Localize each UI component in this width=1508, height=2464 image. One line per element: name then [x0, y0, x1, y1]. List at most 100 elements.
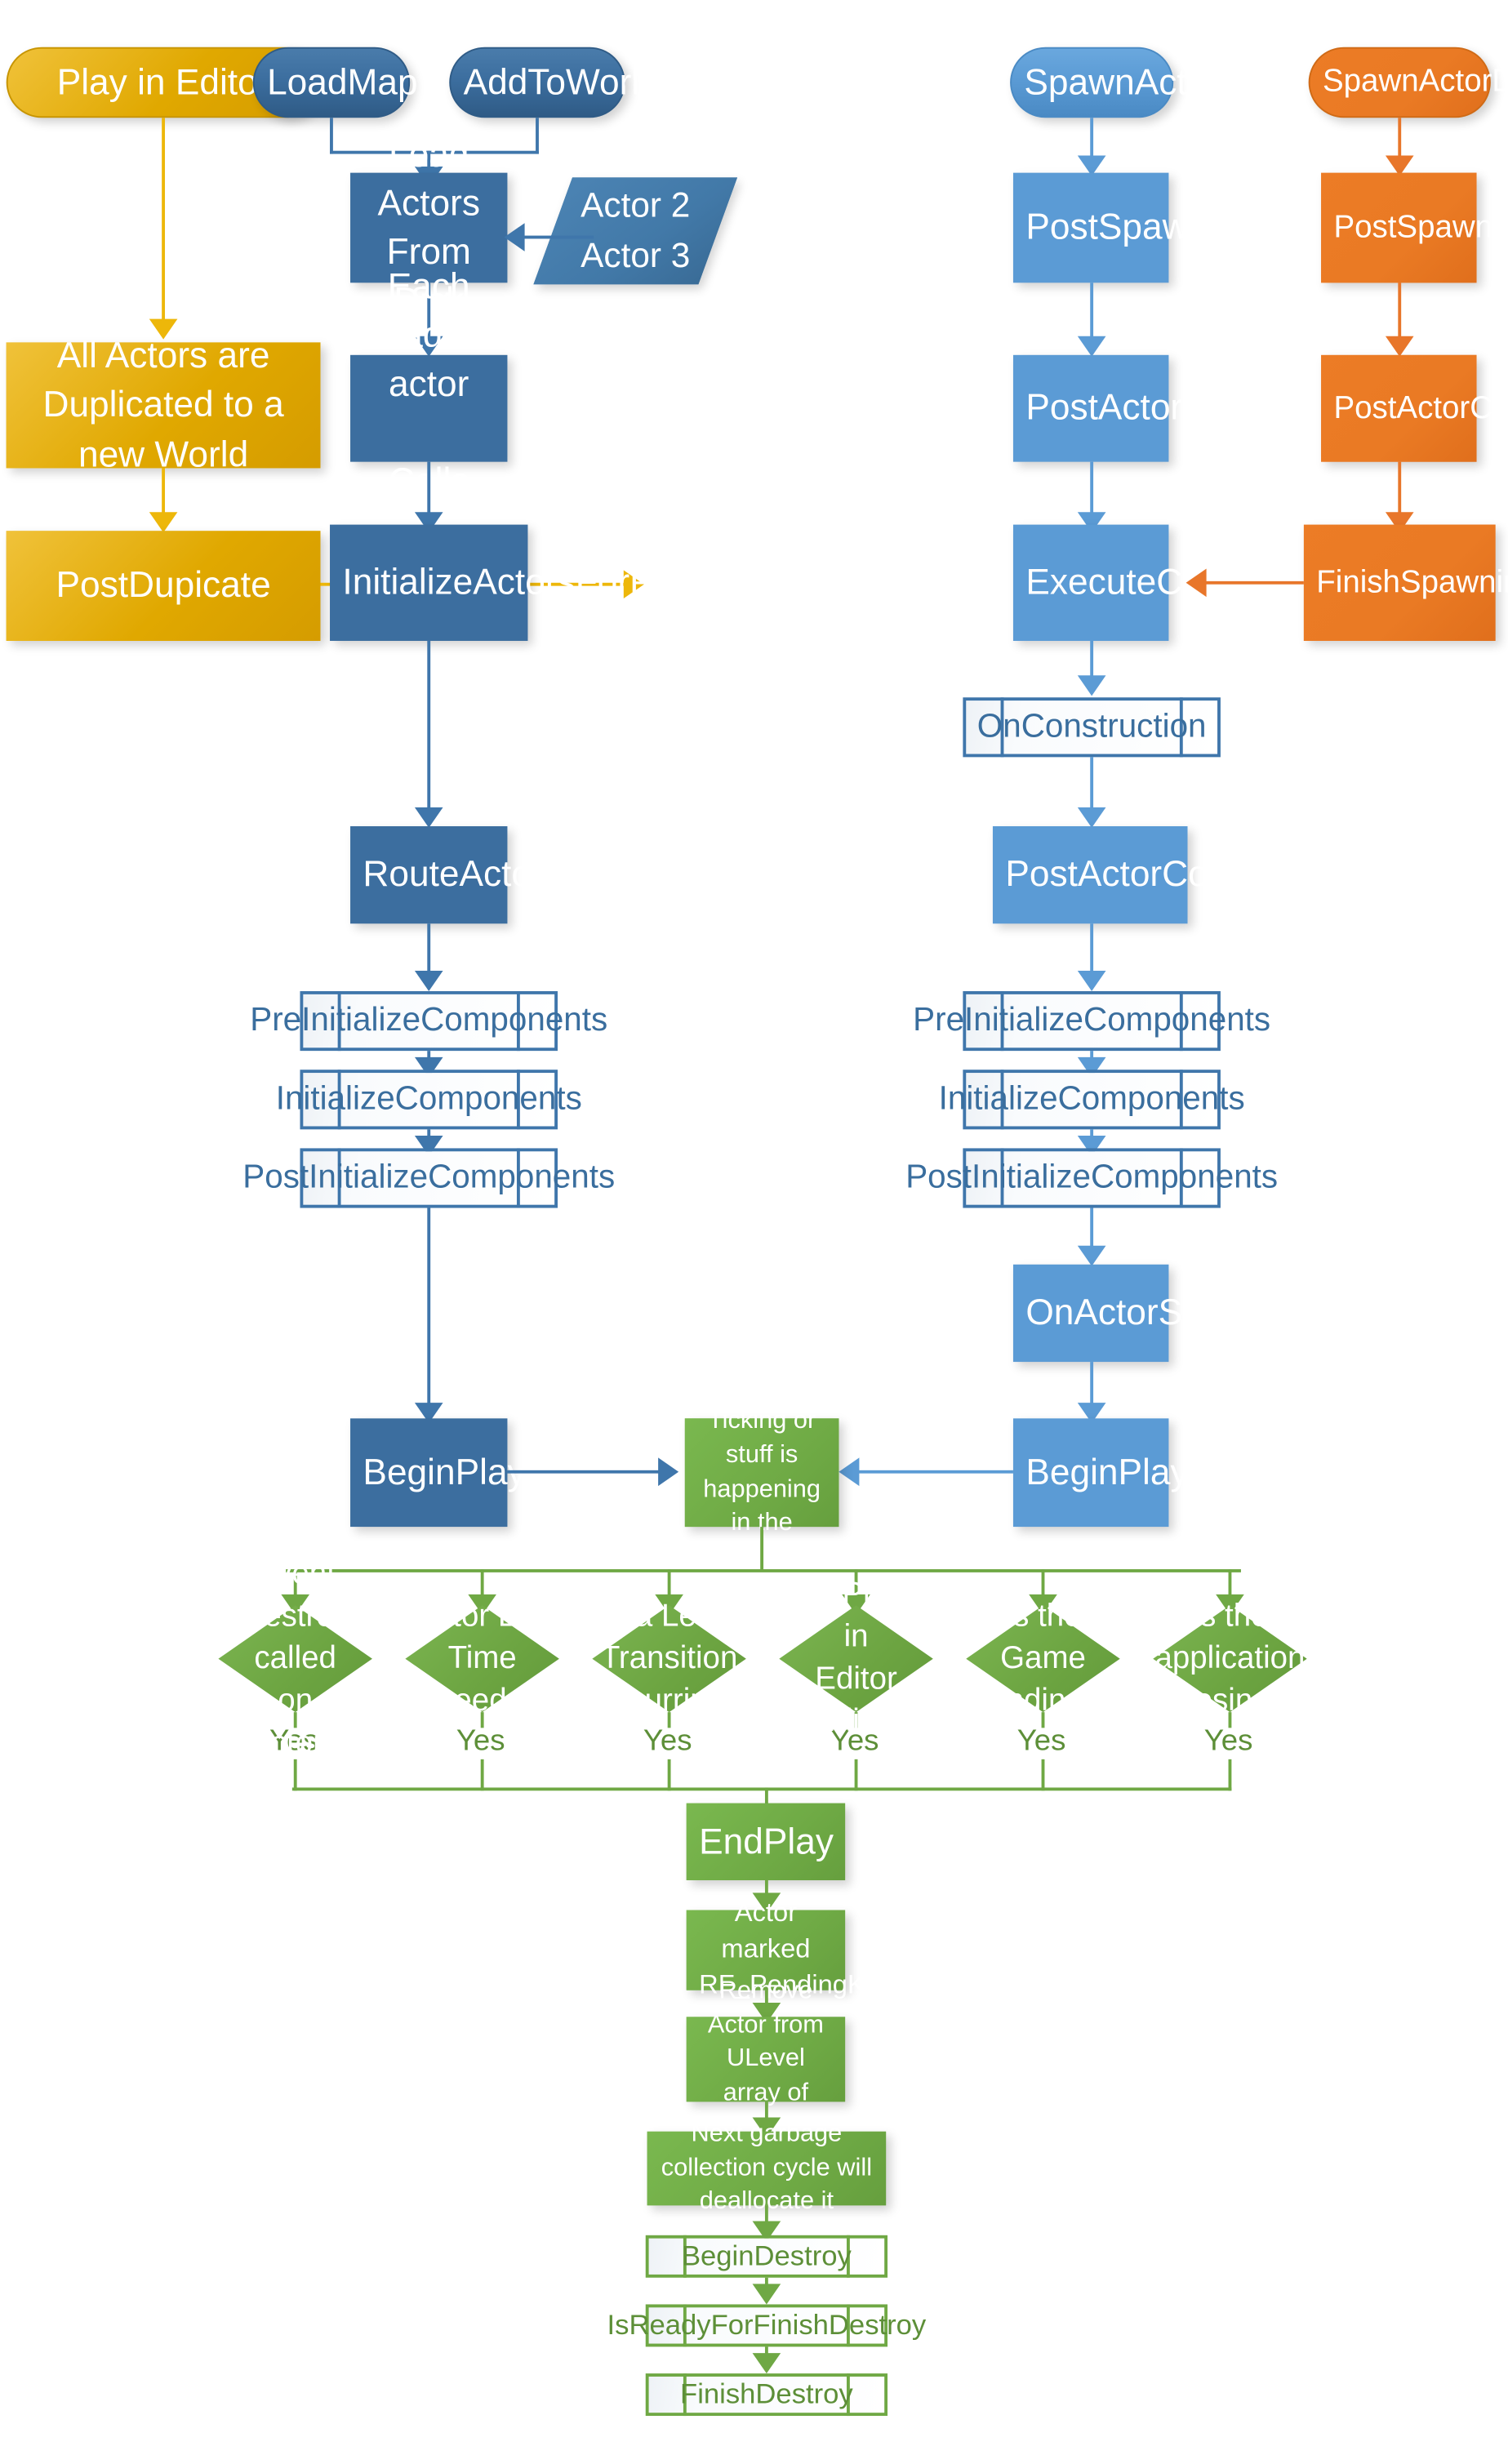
- node-next-garbage-collection: Next garbage collection cycle will deall…: [647, 2121, 887, 2215]
- node-actor-is-ticking: Actor is Ticking or stuff is happening i…: [684, 1374, 839, 1570]
- yes-stem-3: [667, 1712, 671, 1728]
- yes-stem-6: [1228, 1712, 1232, 1728]
- node-left-preinitializecomponents: PreInitializeComponents: [250, 991, 607, 1052]
- arrowhead-down-blue-2: [414, 336, 443, 357]
- edge-preinit-to-init-right: [1090, 1051, 1094, 1061]
- node-spawn-postspawninitialize: PostSpawnInitialize: [1012, 172, 1339, 283]
- edge-initactors-to-routeactorinit: [427, 640, 431, 811]
- edge-begindestroy-to-isready: [764, 2277, 768, 2288]
- yes-label-1: Yes: [269, 1724, 318, 1758]
- yes-stem-1: [293, 1712, 297, 1728]
- node-addtoworld[interactable]: AddToWorld: [449, 47, 660, 118]
- pdp-bar-left: [1000, 697, 1004, 758]
- node-left-beginplay: BeginPlay: [350, 1418, 526, 1528]
- pdp-bar-left: [1000, 1070, 1004, 1130]
- decision-application-closing[interactable]: Is the application closing?: [1153, 1599, 1307, 1718]
- edge-postinit-to-onactorspawned: [1090, 1208, 1094, 1249]
- edge-spawnactor-to-postspawninit: [1090, 118, 1094, 159]
- node-loadmap[interactable]: LoadMap: [252, 47, 418, 118]
- arrowhead-down-gold-2: [149, 512, 178, 533]
- pdp-bar-right: [1179, 1070, 1183, 1130]
- pdp-bar-right: [516, 1070, 520, 1130]
- yes-drop-5: [1041, 1759, 1045, 1791]
- arrowhead-right-gold-1: [623, 570, 644, 599]
- yes-drop-3: [667, 1759, 671, 1791]
- arrowhead-left-blue-1: [504, 223, 525, 251]
- arrowhead-down-ltblue-2: [1077, 336, 1106, 357]
- yes-stem-4: [854, 1712, 858, 1728]
- pdp-bar-left: [337, 1148, 341, 1208]
- pdp-bar-right: [847, 2304, 850, 2347]
- edge-loadmap-down: [330, 118, 333, 154]
- node-spawnactor[interactable]: SpawnActor: [1010, 47, 1219, 118]
- edge-postspawninit-to-postactorcreated: [1090, 282, 1094, 340]
- pdp-bar-left: [337, 1070, 341, 1130]
- edge-spawnactordeferred-to-postspawninit: [1398, 118, 1402, 159]
- pdp-bar-left: [683, 2373, 687, 2417]
- stem-decision-1: [293, 1569, 297, 1598]
- pdp-bar-right: [1179, 991, 1183, 1052]
- arrowhead-down-ltblue-1: [1077, 155, 1106, 176]
- edge-right-beginplay-to-tick: [852, 1470, 1013, 1474]
- arrowhead-down-green-1: [752, 1892, 781, 1914]
- yes-label-2: Yes: [456, 1724, 505, 1758]
- edge-gc-to-begindestroy: [764, 2205, 768, 2225]
- node-load-actors-from-disk: Load Actors From Disk: [350, 133, 508, 321]
- node-begindestroy: BeginDestroy: [645, 2235, 888, 2278]
- edge-pendingkill-to-remove: [764, 1990, 768, 2006]
- node-deferred-postactorcreated: PostActorCreated: [1321, 354, 1508, 462]
- decision-actor-life-time[interactable]: Actor Life Time exceeded?: [405, 1598, 559, 1718]
- decision-game-ending[interactable]: Is the Game Ending?: [966, 1599, 1120, 1718]
- node-left-initializecomponents: InitializeComponents: [276, 1070, 582, 1130]
- node-isreadyforfinishdestroy: IsReadyForFinishDestroy: [607, 2304, 926, 2347]
- arrowhead-down-ltblue-9: [1077, 1245, 1106, 1266]
- node-routeactorinitialize: RouteActorInitialize: [350, 826, 674, 924]
- edge-preinit-to-init-left: [427, 1051, 431, 1061]
- decision-level-transition[interactable]: Is a Level Transition occurring?: [592, 1599, 746, 1718]
- edge-init-to-postinit-right: [1090, 1129, 1094, 1139]
- arrowhead-right-blue-1: [658, 1457, 679, 1487]
- yes-label-3: Yes: [643, 1724, 692, 1758]
- edge-deferred-postactorcreated-to-finishspawning: [1398, 461, 1402, 516]
- node-finishspawningactor: FinishSpawningActor: [1303, 524, 1508, 641]
- node-left-postinitializecomponents: PostInitializeComponents: [242, 1148, 615, 1208]
- node-onactorspawned: OnActorSpawned: [1012, 1264, 1309, 1363]
- decision-play-in-editor-ending[interactable]: Is Play in Editor ending?: [779, 1577, 933, 1739]
- edge-bus-to-endplay: [764, 1787, 768, 1810]
- arrowhead-left-ltblue-1: [839, 1457, 860, 1487]
- yes-drop-1: [293, 1759, 297, 1791]
- edge-left-beginplay-to-tick: [507, 1470, 661, 1474]
- edge-actorlist-to-loadactors: [518, 235, 594, 239]
- node-postdupicate: PostDupicate: [6, 531, 321, 641]
- pdp-bar-left: [1000, 1148, 1004, 1208]
- node-right-initializecomponents: InitializeComponents: [939, 1070, 1245, 1130]
- node-spawnactordeferred[interactable]: SpawnActorDeferred: [1308, 47, 1508, 118]
- edge-isready-to-finishdestroy: [764, 2346, 768, 2356]
- actor-list-lines: Actor 1 Actor 2 Actor 3 …: [581, 135, 691, 326]
- pdp-bar-right: [516, 1148, 520, 1208]
- pdp-bar-right: [847, 2235, 850, 2278]
- arrowhead-down-green-6: [752, 2353, 781, 2374]
- arrowhead-down-green-5: [752, 2284, 781, 2305]
- arrowhead-down-orange-2: [1385, 336, 1414, 357]
- stem-decision-6: [1228, 1569, 1232, 1598]
- edge-addtoworld-down: [536, 118, 539, 154]
- edge-init-to-postinit-left: [427, 1129, 431, 1139]
- yes-label-6: Yes: [1203, 1724, 1253, 1758]
- yes-label-5: Yes: [1016, 1724, 1066, 1758]
- arrowhead-left-orange-1: [1185, 568, 1207, 598]
- edge-tick-down-to-bus: [760, 1527, 764, 1571]
- node-actor-marked-pendingkill: Actor marked RF_PendingKill: [686, 1897, 883, 1999]
- pdp-bar-right: [1179, 697, 1183, 758]
- edge-postload-to-initactors: [427, 461, 431, 516]
- decision-event-destroy[interactable]: Event Destroy called on Actor?: [218, 1556, 372, 1760]
- node-remove-actor-from-ulevel: Remove Actor from ULevel array of Actors: [686, 1977, 846, 2140]
- yes-drop-4: [854, 1759, 858, 1791]
- edge-routeactorinit-to-preinit: [427, 923, 431, 974]
- pdp-bar-right: [1179, 1148, 1183, 1208]
- arrowhead-down-orange-1: [1385, 155, 1414, 176]
- node-right-preinitializecomponents: PreInitializeComponents: [913, 991, 1270, 1052]
- edge-playineditor-to-duplicate: [162, 118, 166, 322]
- stem-decision-2: [480, 1569, 484, 1598]
